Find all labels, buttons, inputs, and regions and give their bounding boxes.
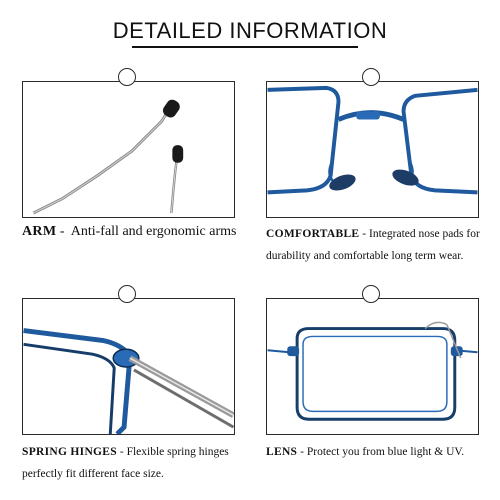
hinges-text: Flexible spring hinges xyxy=(126,446,229,458)
arm-label: ARM xyxy=(22,224,57,239)
lens-panel xyxy=(266,298,479,435)
lens-image xyxy=(267,321,478,421)
spring-hinge-image xyxy=(23,328,234,434)
comfortable-text: Integrated nose pads for xyxy=(369,228,480,240)
arm-image xyxy=(32,99,184,215)
comfortable-caption: COMFORTABLE - Integrated nose pads for d… xyxy=(266,223,496,267)
page-title: DETAILED INFORMATION xyxy=(112,18,388,43)
hinges-separator: - xyxy=(116,446,127,458)
hinges-connector-circle xyxy=(118,285,136,303)
arm-text: Anti-fall and ergonomic arms xyxy=(70,224,237,239)
arm-caption: ARM - Anti-fall and ergonomic arms xyxy=(22,221,237,243)
hinges-text-line2: perfectly fit different face size. xyxy=(22,468,164,480)
hinges-caption: SPRING HINGES - Flexible spring hinges p… xyxy=(22,441,252,485)
arm-panel xyxy=(22,81,235,218)
hinges-panel xyxy=(22,298,235,435)
title-underline xyxy=(132,46,358,48)
arm-connector-circle xyxy=(118,68,136,86)
lens-text: Protect you from blue light & UV. xyxy=(306,446,465,458)
hinges-label: SPRING HINGES xyxy=(22,446,117,458)
comfortable-text-line2: durability and comfortable long term wea… xyxy=(266,250,464,262)
lens-separator: - xyxy=(297,446,307,458)
comfortable-separator: - xyxy=(359,228,370,240)
comfortable-label: COMFORTABLE xyxy=(266,228,360,240)
lens-connector-circle xyxy=(362,285,380,303)
lens-label: LENS xyxy=(266,446,298,458)
comfortable-connector-circle xyxy=(362,68,380,86)
nose-pad-image xyxy=(267,85,478,195)
comfortable-panel xyxy=(266,81,479,218)
lens-caption: LENS - Protect you from blue light & UV. xyxy=(266,441,496,463)
arm-separator: - xyxy=(56,224,71,239)
